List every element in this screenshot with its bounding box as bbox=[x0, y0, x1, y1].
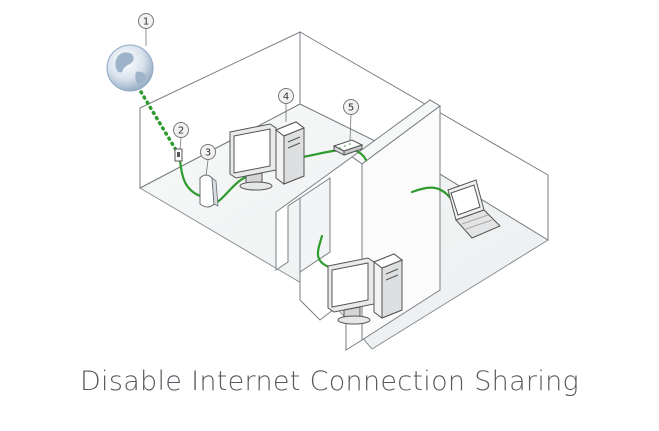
desktop-computer-icon bbox=[229, 121, 306, 191]
internet-link bbox=[139, 90, 178, 152]
callout-5: 5 bbox=[343, 99, 359, 115]
globe-icon bbox=[106, 44, 154, 92]
callout-number: 2 bbox=[178, 126, 184, 137]
callout-number: 1 bbox=[143, 17, 149, 28]
modem-icon bbox=[199, 174, 219, 208]
callout-number: 3 bbox=[205, 148, 211, 159]
laptop-icon bbox=[447, 179, 501, 239]
callout-number: 5 bbox=[348, 103, 354, 114]
wall-jack-icon bbox=[174, 148, 183, 162]
callout-leaders bbox=[145, 29, 352, 177]
callout-3: 3 bbox=[200, 144, 216, 160]
callout-4: 4 bbox=[278, 88, 294, 104]
callout-number: 4 bbox=[283, 92, 289, 103]
hub-icon bbox=[332, 139, 364, 156]
callout-1: 1 bbox=[138, 13, 154, 29]
callout-2: 2 bbox=[173, 122, 189, 138]
diagram-caption: Disable Internet Connection Sharing bbox=[79, 366, 580, 397]
desktop-computer-icon bbox=[327, 253, 404, 325]
